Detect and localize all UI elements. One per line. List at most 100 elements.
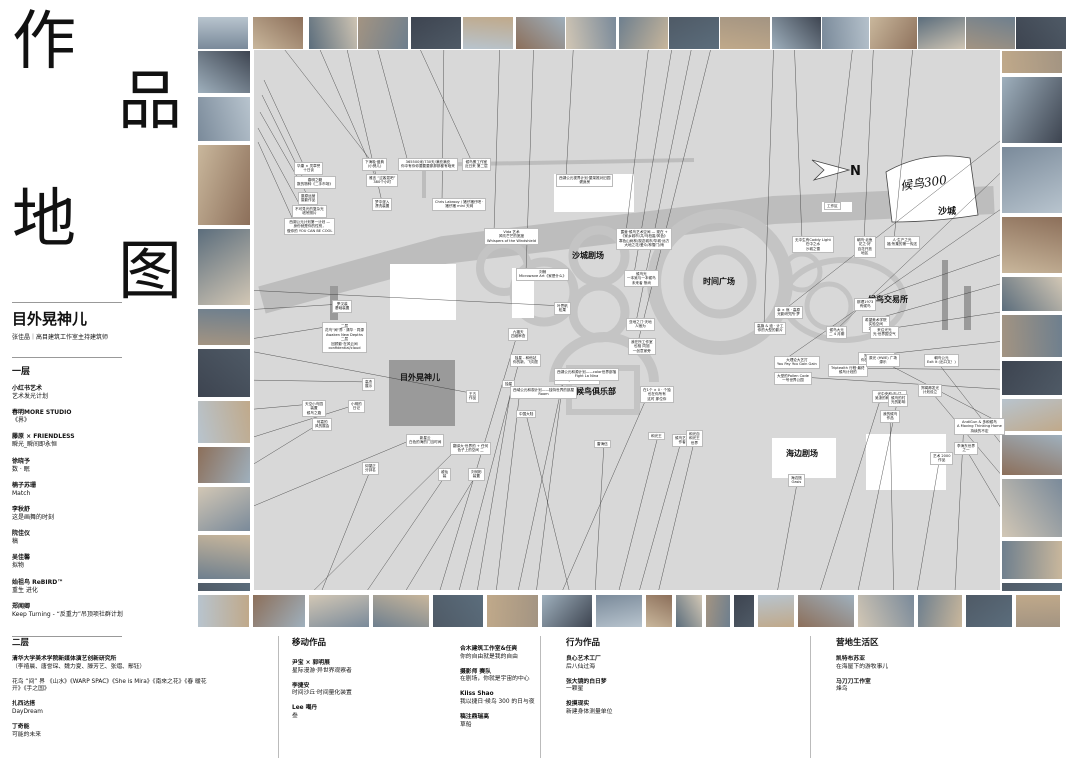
list-item: Lee 噶丹叁 xyxy=(292,705,442,721)
work-title: 星际漫游·异世界观察者 xyxy=(292,667,352,674)
leader-line xyxy=(459,357,521,590)
map-label: 戚仙 装 xyxy=(438,468,452,481)
artwork-thumbnail xyxy=(252,16,304,50)
artwork-thumbnail xyxy=(1001,314,1063,358)
floor1-list: 小红书艺术艺术发光计划春明MORE STUDIO《界》藤原 × FRIENDLE… xyxy=(12,385,124,619)
work-title: 艺术发光计划 xyxy=(12,393,49,401)
map-label: 二层 花鸟"间"界 · 清华 · 同源 Awaken New Depths 二层… xyxy=(322,322,367,353)
leader-line xyxy=(833,50,853,207)
floor2-section: 二层 清华大学美术学院新媒体演艺创新研究所（李禧晨、唐誉琛、魏力夏、滕芳艺、张熠… xyxy=(12,636,212,760)
artwork-thumbnail xyxy=(917,594,963,628)
list-item: 合木建筑工作室&任爽你的自由就是我的自由 xyxy=(460,646,570,662)
desert-city-label: 沙城 xyxy=(938,207,957,217)
artwork-thumbnail xyxy=(541,594,593,628)
work-title: 拟物 xyxy=(12,562,25,570)
sidebar-mid-rule xyxy=(12,357,122,358)
artwork-thumbnail xyxy=(197,144,251,226)
work-title: 叁 xyxy=(292,713,298,720)
artwork-thumbnail xyxy=(719,16,771,50)
artist-name: 始祖鸟 ReBIRD™ xyxy=(12,578,64,586)
artist-name: 李捷安 xyxy=(292,682,310,689)
map-label: 雷海伍 xyxy=(594,440,611,449)
map-label: 中国大陆 xyxy=(516,410,537,419)
leader-line xyxy=(257,127,303,210)
map-label: 我在所工作室 也相 同旭 一创意家旁 xyxy=(628,338,656,356)
leader-line xyxy=(377,50,409,163)
leader-line xyxy=(254,403,359,438)
leader-line xyxy=(625,50,649,233)
artwork-thumbnail xyxy=(515,16,567,50)
camp-life-section: 营地生活区 凯特布苏亚在海屋下的游牧事儿马刀刀工作室烽鸟 xyxy=(836,636,1036,760)
work-title: 可能的未来 xyxy=(12,731,41,738)
artwork-thumbnail xyxy=(197,228,251,306)
artist-name: 院佳仪 xyxy=(12,530,31,538)
artwork-thumbnail xyxy=(797,594,855,628)
artwork-thumbnail xyxy=(197,16,249,50)
leader-line xyxy=(439,331,519,590)
leader-line xyxy=(783,375,1000,390)
work-title: 我以捷日·候鸟 300 的日与夜 xyxy=(460,699,535,706)
artwork-thumbnail xyxy=(1001,50,1063,74)
artist-name: 合木建筑工作室&任爽 xyxy=(460,646,518,652)
leader-line xyxy=(893,50,913,241)
map-label: 来往光光 光·世界国空气 xyxy=(870,326,899,339)
artwork-thumbnail xyxy=(197,50,251,94)
map-label: 候鸟大元 二 4 月期 xyxy=(826,326,848,339)
artist-name: 尹宝 × 郭明展 xyxy=(292,660,330,666)
artwork-thumbnail xyxy=(565,16,617,50)
leader-line xyxy=(783,209,1000,361)
map-label: 刘畅 Microwave Art《家是什么》 xyxy=(516,268,570,281)
work-title: Match xyxy=(12,489,31,497)
map-label: 西域公元和观计划——独特世界的部屋 Room xyxy=(510,386,578,399)
work-title: 一颗星 xyxy=(566,686,584,693)
artwork-thumbnail xyxy=(771,16,823,50)
club-arc xyxy=(549,332,659,383)
performance-list: 良心艺术工厂后八仙过海张大镜的白日梦一颗星投摸现实新建身体测量单位 xyxy=(566,656,766,717)
map-label: 下海吸·盛典 (小鸽儿) xyxy=(362,158,388,171)
artwork-thumbnail xyxy=(1015,594,1061,628)
map-label: 候鸟光 一本吴与一本候鸟 未来者 蔡尚 xyxy=(624,270,659,288)
map-label: 春明之髓 数的物种《二手市场》 xyxy=(294,176,336,189)
map-label: 不可見光的复杂光 塔吊照片 xyxy=(292,205,327,218)
artwork-thumbnail xyxy=(869,16,921,50)
list-item: 张大镜的白日梦一颗星 xyxy=(566,679,766,695)
artwork-thumbnail xyxy=(197,594,250,628)
floor1-section: 一层 小红书艺术艺术发光计划春明MORE STUDIO《界》藤原 × FRIEN… xyxy=(12,364,124,627)
work-title: 在海屋下的游牧事儿 xyxy=(836,663,889,670)
map-label: 和光王 xyxy=(648,432,665,441)
artist-name: 凯特布苏亚 xyxy=(836,656,865,662)
list-item: 稿注鼎瑞高草船 xyxy=(460,714,570,730)
artist-name: 小红书艺术 xyxy=(12,385,43,392)
list-item: 凯特布苏亚在海屋下的游牧事儿 xyxy=(836,656,1036,672)
leader-line xyxy=(420,50,473,163)
list-item: 投摸现实新建身体测量单位 xyxy=(566,701,766,717)
leader-line xyxy=(963,445,1000,507)
sidebar-bottom-rule xyxy=(12,636,122,637)
divider-3 xyxy=(810,636,811,758)
venue-subtitle: 张佳晶｜高目建筑工作室主持建筑师 xyxy=(12,334,109,341)
map-label: 候鸟的村 光的影响 xyxy=(888,394,909,407)
leader-line xyxy=(595,443,605,590)
leader-line xyxy=(477,383,513,590)
map-label: 九福天 四维审查 xyxy=(508,328,529,341)
leader-line xyxy=(254,303,343,310)
map-label: 艺术 2000 作品 xyxy=(930,452,954,465)
list-item: 马刀刀工作室烽鸟 xyxy=(836,679,1036,695)
list-item: 院佳仪稿 xyxy=(12,530,124,546)
map-label: 藤原运营 摄影作品 xyxy=(298,192,319,205)
map-label: Vida 艺术 风吹芒芒的宽度 Whispers of the Windshie… xyxy=(484,228,540,246)
leader-line xyxy=(658,433,697,590)
leader-line xyxy=(254,290,565,307)
list-item: 花鸟 “间” 界 《山水》《WARP SPAC》《She is Mira》《南來… xyxy=(12,679,212,695)
artist-name: 马刀刀工作室 xyxy=(836,678,871,685)
map-label: 亚地之汀·天地 人宿为 xyxy=(626,318,655,331)
artwork-thumbnail xyxy=(821,16,873,50)
leader-line xyxy=(518,375,565,590)
artist-name: 藤原 × FRIENDLESS xyxy=(12,433,75,441)
artist-name: 李秋舒 xyxy=(12,505,31,513)
artwork-thumbnail xyxy=(917,16,969,50)
